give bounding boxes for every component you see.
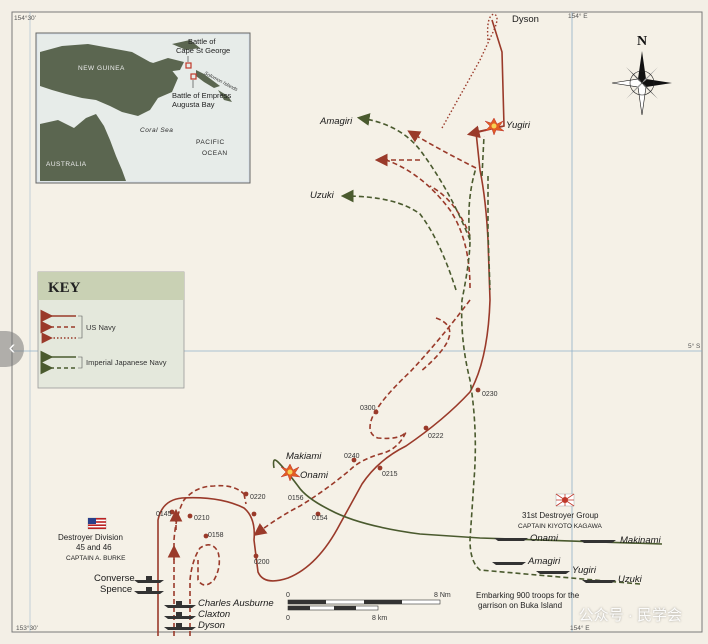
ship-label-onami-mid: Onami xyxy=(300,470,329,481)
new-guinea-landmass xyxy=(40,44,178,116)
ship-label-amagiri-top: Amagiri xyxy=(319,116,353,127)
inset-label-empress-augusta-2: Augusta Bay xyxy=(172,100,215,109)
ship-label-dyson-bottom: Dyson xyxy=(198,620,225,631)
inset-label-cape-st-george-1: Battle of xyxy=(188,37,216,46)
ship-label-uzuki-top: Uzuki xyxy=(310,190,335,201)
svg-text:0145: 0145 xyxy=(156,511,172,518)
ship-label-makinami-mid: Makiami xyxy=(286,451,322,462)
jp-group-title: 31st Destroyer Group xyxy=(522,511,599,520)
inset-label-ocean: OCEAN xyxy=(202,150,228,157)
key-label-ijn: Imperial Japanese Navy xyxy=(86,358,167,367)
inset-label-coral-sea: Coral Sea xyxy=(140,127,173,134)
solomon-islands-landmass xyxy=(196,70,220,88)
svg-text:0220: 0220 xyxy=(250,494,266,501)
ship-label-dyson-top: Dyson xyxy=(512,14,539,25)
explosion-icon xyxy=(484,117,505,136)
svg-text:0222: 0222 xyxy=(428,433,444,440)
svg-text:0215: 0215 xyxy=(382,471,398,478)
embark-note-1: Embarking 900 troops for the xyxy=(476,591,580,600)
us-group-title-1: Destroyer Division xyxy=(58,533,123,542)
svg-text:0154: 0154 xyxy=(312,515,328,522)
svg-text:0230: 0230 xyxy=(482,391,498,398)
inset-label-cape-st-george-2: Cape St George xyxy=(176,46,230,55)
ship-label-claxton: Claxton xyxy=(198,609,230,620)
compass-north-label: N xyxy=(637,34,647,49)
svg-text:0300: 0300 xyxy=(360,405,376,412)
scale-bar: 0 8 Nm 0 8 km xyxy=(286,592,451,622)
us-flag-icon xyxy=(87,517,107,530)
watermark-label: 公众号 · 民学会 xyxy=(578,607,682,624)
grid-label-lon-bottom-right: 154° E xyxy=(570,624,590,632)
ship-label-makinami-bottom: Makinami xyxy=(620,535,662,546)
grid-label-lon-right: 154° E xyxy=(568,12,588,20)
jp-group-captain: CAPTAIN KIYOTO KAGAWA xyxy=(518,523,602,530)
japanese-flag-icon xyxy=(555,493,575,507)
grid-label-lon-left: 154°30' xyxy=(14,14,36,22)
embark-note-2: garrison on Buka Island xyxy=(478,601,562,610)
svg-text:0200: 0200 xyxy=(254,559,270,566)
svg-text:8 Nm: 8 Nm xyxy=(434,592,451,599)
svg-text:0240: 0240 xyxy=(344,453,360,460)
empress-augusta-marker xyxy=(190,73,197,80)
ship-label-uzuki-bottom: Uzuki xyxy=(618,574,643,585)
inset-label-new-guinea: NEW GUINEA xyxy=(78,65,125,72)
ship-label-yugiri-top: Yugiri xyxy=(506,120,531,131)
ship-label-spence: Spence xyxy=(100,584,132,595)
ship-label-converse: Converse xyxy=(94,573,135,584)
map-key: KEY US Navy Imperial Japanese Navy xyxy=(37,271,185,389)
svg-text:0210: 0210 xyxy=(194,515,210,522)
ship-label-amagiri-bottom: Amagiri xyxy=(527,556,561,567)
ship-silhouettes-us xyxy=(134,576,196,630)
ship-label-charles-ausburne: Charles Ausburne xyxy=(198,598,274,609)
svg-text:0158: 0158 xyxy=(208,532,224,539)
key-label-us-navy: US Navy xyxy=(86,323,116,332)
grid-label-lat-right: 5° S xyxy=(688,342,701,350)
time-markers xyxy=(169,387,481,559)
cape-st-george-marker xyxy=(185,62,192,69)
time-labels: 0300 0222 0230 0240 0215 0220 0156 0154 … xyxy=(156,391,498,566)
new-britain-landmass xyxy=(150,58,184,72)
svg-text:0: 0 xyxy=(286,592,290,599)
ship-label-onami-bottom: Onami xyxy=(530,533,559,544)
ijn-tracks xyxy=(272,113,663,585)
inset-label-empress-augusta-1: Battle of Empress xyxy=(172,91,231,100)
key-title: KEY xyxy=(48,280,81,296)
inset-map: NEW GUINEA AUSTRALIA Coral Sea PACIFIC O… xyxy=(35,32,251,184)
us-group-title-2: 45 and 46 xyxy=(76,543,112,552)
svg-text:8 km: 8 km xyxy=(372,615,387,622)
svg-text:0156: 0156 xyxy=(288,495,304,502)
inset-label-pacific: PACIFIC xyxy=(196,139,225,146)
grid-label-lon-bottom-left: 153°30' xyxy=(16,624,38,632)
compass-rose: N xyxy=(611,34,672,116)
ship-label-yugiri-bottom: Yugiri xyxy=(572,565,597,576)
ship-silhouettes-ijn xyxy=(492,538,616,583)
australia-landmass xyxy=(40,114,126,181)
svg-text:0: 0 xyxy=(286,615,290,622)
us-group-captain: CAPTAIN A. BURKE xyxy=(66,555,126,562)
inset-label-australia: AUSTRALIA xyxy=(46,161,87,168)
explosion-icon xyxy=(280,463,301,482)
